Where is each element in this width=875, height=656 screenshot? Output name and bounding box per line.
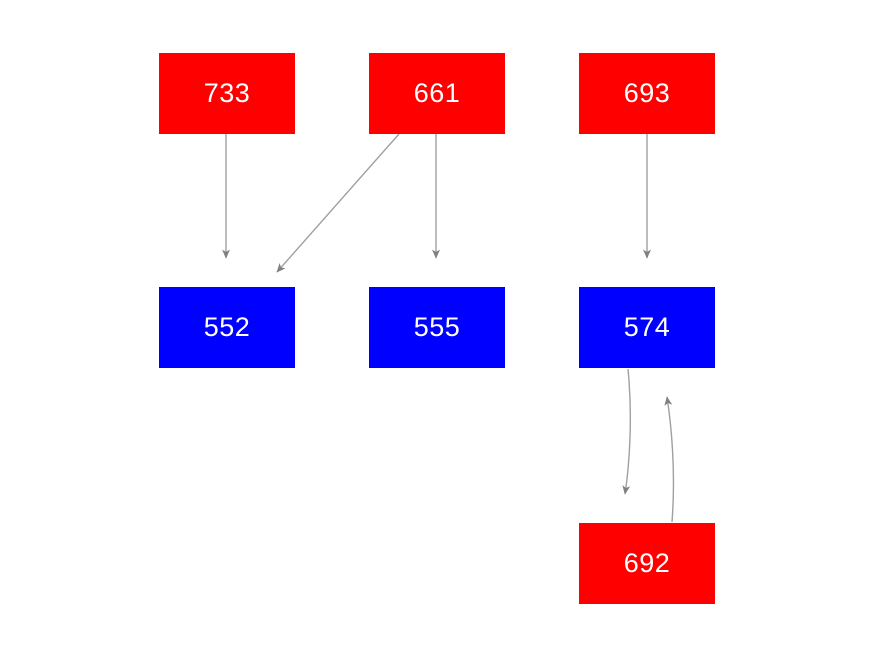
edge-661-to-552 xyxy=(276,133,400,273)
node-552-label: 552 xyxy=(203,312,251,342)
node-692[interactable]: 692 xyxy=(579,523,715,604)
node-661-label: 661 xyxy=(413,78,461,108)
node-693[interactable]: 693 xyxy=(579,53,715,134)
edge-574-to-692 xyxy=(622,368,632,495)
node-574-label: 574 xyxy=(623,312,671,342)
node-733-label: 733 xyxy=(203,78,251,108)
edge-692-to-574 xyxy=(664,396,675,523)
node-692-label: 692 xyxy=(623,548,671,578)
node-733[interactable]: 733 xyxy=(159,53,295,134)
node-693-label: 693 xyxy=(623,78,671,108)
node-555-label: 555 xyxy=(413,312,461,342)
node-555[interactable]: 555 xyxy=(369,287,505,368)
node-661[interactable]: 661 xyxy=(369,53,505,134)
node-574[interactable]: 574 xyxy=(579,287,715,368)
node-552[interactable]: 552 xyxy=(159,287,295,368)
